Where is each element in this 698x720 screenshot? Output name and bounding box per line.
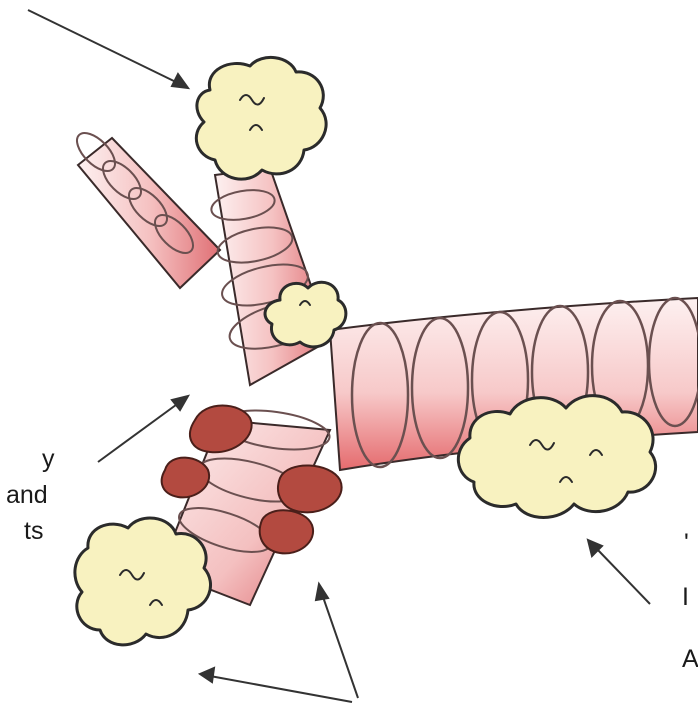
arrow-icon — [322, 594, 358, 698]
left-label-line-1: y — [42, 444, 55, 474]
swollen-tissue-icon — [278, 465, 342, 512]
mucus-plug-icon — [196, 57, 326, 179]
upper-left-branch-tube — [78, 138, 220, 288]
upper-branch — [209, 168, 332, 385]
arrow-icon — [28, 10, 180, 84]
upper-branch-tube — [215, 168, 330, 385]
right-label-line-3: A — [682, 644, 698, 674]
right-label-line-2: I — [682, 582, 689, 612]
left-label-line-3: ts — [24, 516, 43, 546]
arrow-icon — [210, 676, 352, 702]
arrowhead — [172, 396, 188, 410]
left-label-line-2: and — [6, 480, 48, 510]
swollen-tissue-icon — [260, 510, 313, 553]
arrow-icon — [596, 548, 650, 604]
mucus-plug-icon — [75, 518, 211, 645]
upper-left-branch — [71, 127, 220, 288]
arrowhead — [588, 540, 602, 556]
arrowhead — [316, 584, 328, 600]
arrow-icon — [98, 402, 180, 462]
arrowhead — [172, 74, 188, 88]
arrowhead — [200, 668, 214, 682]
mucus-plug-icon — [458, 396, 655, 518]
right-label-line-1: ' — [684, 528, 689, 558]
swollen-tissue-icon — [162, 458, 209, 498]
